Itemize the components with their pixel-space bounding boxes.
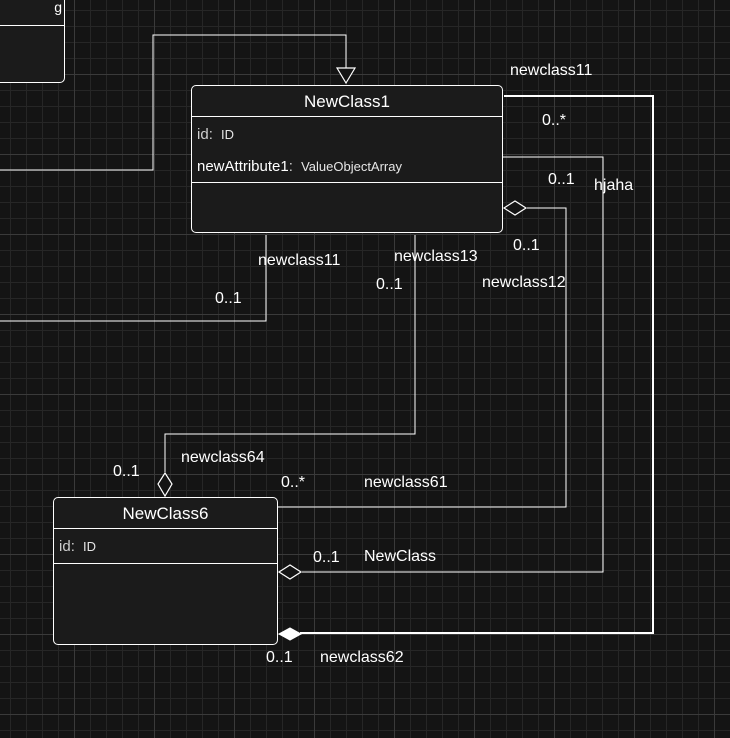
attribute-type: ID [221, 127, 235, 142]
partial-class-box[interactable]: g [0, 0, 65, 83]
multiplicity-label: 0..1 [313, 549, 340, 566]
association-line-hjaha[interactable] [302, 156, 604, 573]
role-label: newclass11 [510, 62, 593, 79]
multiplicity-label: 0..1 [215, 290, 242, 307]
role-label: newclass12 [482, 274, 566, 291]
role-label: NewClass [364, 548, 437, 565]
multiplicity-label: 0..1 [548, 171, 575, 188]
partial-class-separator [0, 25, 64, 26]
inheritance-arrowhead [335, 67, 357, 85]
aggregation-line-newclass12[interactable] [278, 207, 567, 508]
attribute-name: id [59, 538, 71, 555]
attribute-type: ValueObjectArray [301, 159, 402, 174]
attribute-row[interactable]: id: ID [59, 538, 97, 555]
multiplicity-label: 0..* [542, 112, 567, 129]
multiplicity-label: 0..1 [266, 649, 293, 666]
title-separator [192, 116, 502, 117]
attribute-separator [54, 563, 277, 564]
attribute-separator [192, 182, 502, 183]
attribute-row[interactable]: id: ID [197, 126, 235, 143]
class-newclass6[interactable]: NewClass6 id: ID [53, 497, 278, 645]
association-line-newclass13[interactable] [164, 235, 416, 472]
multiplicity-label: 0..* [281, 474, 306, 491]
role-label: newclass61 [364, 474, 448, 491]
title-separator [54, 528, 277, 529]
role-label: newclass11 [258, 252, 341, 269]
inheritance-line[interactable] [0, 34, 347, 171]
association-line-left-newclass11[interactable] [0, 235, 267, 322]
multiplicity-label: 0..1 [376, 276, 403, 293]
aggregation-diamond-newclass64 [157, 471, 173, 498]
composition-diamond [277, 627, 303, 641]
role-label: hjaha [594, 177, 634, 194]
class-title: NewClass6 [122, 504, 209, 523]
class-title: NewClass1 [304, 92, 390, 111]
class-newclass1[interactable]: NewClass1 id: ID newAttribute1: ValueObj… [191, 85, 503, 233]
attribute-row[interactable]: newAttribute1: ValueObjectArray [197, 158, 402, 175]
role-label: newclass62 [320, 649, 404, 666]
role-label: newclass64 [181, 449, 265, 466]
attribute-name: id [197, 126, 209, 143]
multiplicity-label: 0..1 [513, 237, 540, 254]
aggregation-diamond-newclass [277, 564, 303, 580]
aggregation-diamond-newclass12 [502, 200, 528, 216]
partial-class-label-fragment: g [54, 0, 62, 15]
attribute-type: ID [83, 539, 97, 554]
role-label: newclass13 [394, 248, 478, 265]
multiplicity-label: 0..1 [113, 463, 140, 480]
composition-line-newclass11[interactable] [300, 95, 654, 634]
attribute-name: newAttribute1 [197, 158, 289, 175]
